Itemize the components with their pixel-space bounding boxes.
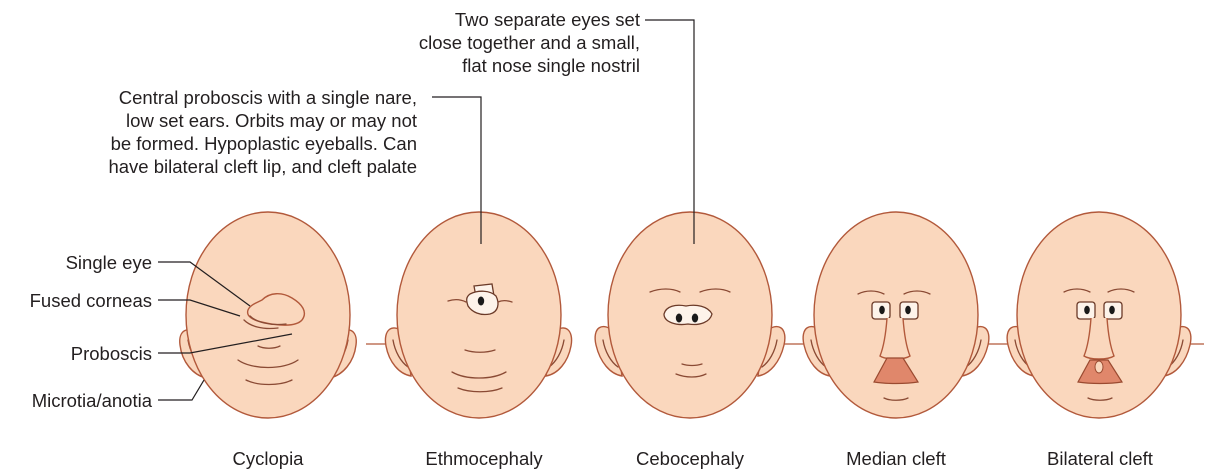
annotation-ethmocephaly: Central proboscis with a single nare, lo… bbox=[108, 86, 417, 178]
face-ethmocephaly bbox=[385, 212, 571, 418]
pupil bbox=[879, 306, 885, 314]
head-outline bbox=[814, 212, 978, 418]
premaxilla bbox=[1095, 361, 1103, 373]
label-proboscis: Proboscis bbox=[71, 342, 152, 365]
label-microtia-anotia: Microtia/anotia bbox=[32, 389, 152, 412]
annotation-cebocephaly: Two separate eyes set close together and… bbox=[419, 8, 640, 77]
pupil bbox=[692, 314, 698, 323]
label-fused-corneas: Fused corneas bbox=[30, 289, 152, 312]
face-cyclopia bbox=[180, 212, 357, 418]
pupil bbox=[1109, 306, 1115, 314]
pupil bbox=[676, 314, 682, 323]
head-outline bbox=[1017, 212, 1181, 418]
pupil bbox=[1084, 306, 1090, 314]
caption-cyclopia: Cyclopia bbox=[198, 447, 338, 470]
face-cebocephaly bbox=[595, 212, 785, 418]
pupil bbox=[905, 306, 911, 314]
pupil bbox=[478, 297, 484, 306]
eye-shape bbox=[664, 305, 712, 324]
label-single-eye: Single eye bbox=[66, 251, 152, 274]
face-bilateral-cleft bbox=[1007, 212, 1191, 418]
caption-ethmocephaly: Ethmocephaly bbox=[404, 447, 564, 470]
face-median-cleft bbox=[803, 212, 989, 418]
leader-line-microtia bbox=[158, 380, 204, 400]
caption-median-cleft: Median cleft bbox=[816, 447, 976, 470]
caption-cebocephaly: Cebocephaly bbox=[610, 447, 770, 470]
leader-line-cebocephaly bbox=[645, 20, 694, 244]
head-outline bbox=[397, 212, 561, 418]
caption-bilateral-cleft: Bilateral cleft bbox=[1020, 447, 1180, 470]
